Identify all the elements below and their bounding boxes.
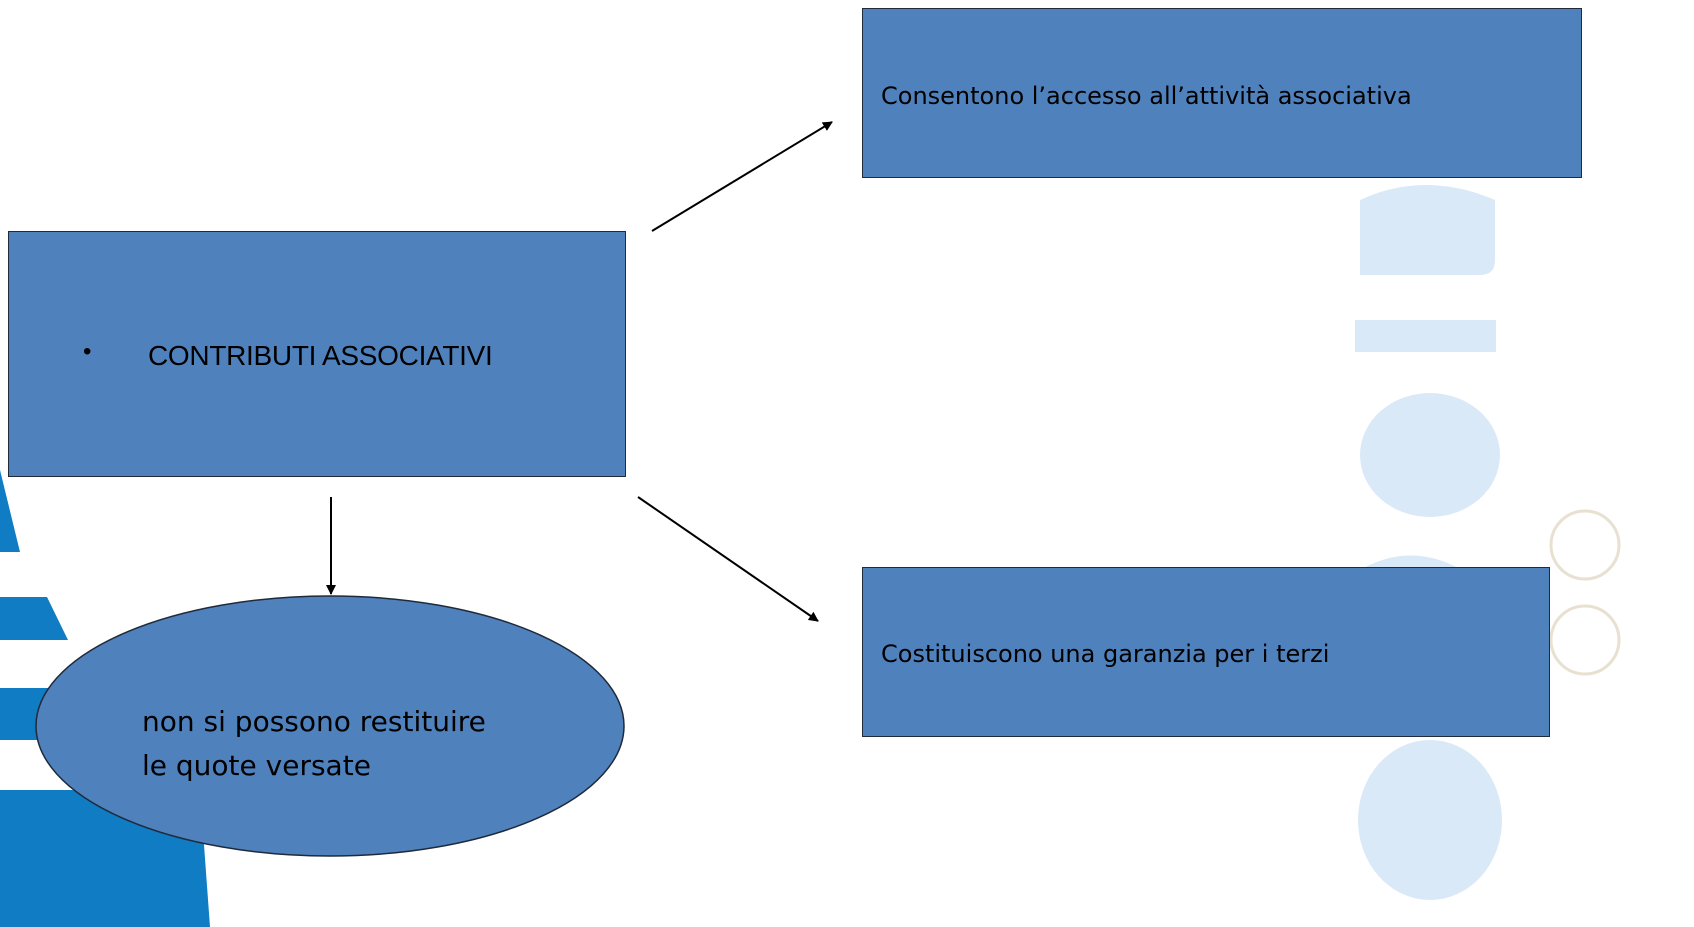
access-activity-box: Consentono l’accesso all’attività associ… [862,8,1582,178]
arrow-to-guarantee-box [637,496,819,622]
access-activity-label: Consentono l’accesso all’attività associ… [881,82,1412,110]
non-refundable-text: non si possono restituire le quote versa… [142,700,486,788]
ellipse-text-line-2: le quote versate [142,749,371,782]
main-box-contributi-associativi: • CONTRIBUTI ASSOCIATIVI [8,231,626,477]
olympic-rings-watermark [1549,509,1621,676]
non-refundable-ellipse [35,595,625,857]
bullet-point: • [83,338,92,365]
arrow-to-access-box [651,121,833,232]
ellipse-text-line-1: non si possono restituire [142,705,486,738]
guarantee-third-parties-box: Costituiscono una garanzia per i terzi [862,567,1550,737]
guarantee-third-parties-label: Costituiscono una garanzia per i terzi [881,640,1330,668]
main-box-label: CONTRIBUTI ASSOCIATIVI [148,340,493,371]
right-scuola-watermark [1355,185,1502,900]
